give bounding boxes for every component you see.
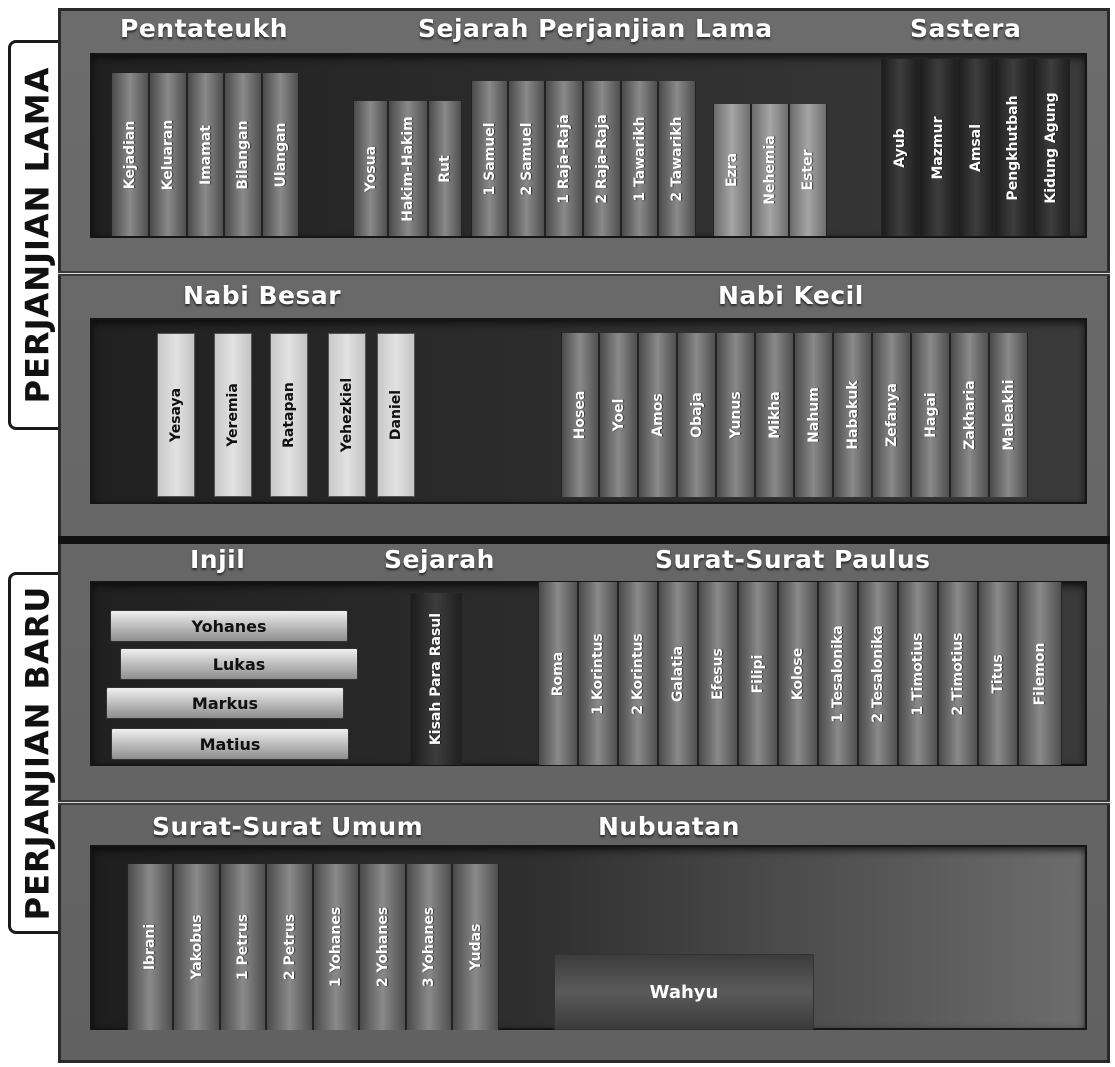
book-kejadian: Kejadian — [111, 73, 149, 236]
book-maleakhi: Maleakhi — [989, 333, 1028, 497]
book-galatia: Galatia — [658, 582, 698, 765]
book-hosea: Hosea — [561, 333, 599, 497]
book-2-yohanes: 2 Yohanes — [359, 864, 406, 1030]
new-testament-label-text: PERJANJIAN BARU — [18, 585, 56, 921]
book-markus: Markus — [106, 687, 344, 719]
book-amos: Amos — [638, 333, 677, 497]
book-daniel: Daniel — [377, 333, 415, 497]
title-nabi-kecil: Nabi Kecil — [718, 281, 864, 310]
book-roma: Roma — [538, 582, 578, 765]
book-obaja: Obaja — [677, 333, 716, 497]
book-lukas: Lukas — [120, 648, 358, 680]
book-keluaran: Keluaran — [149, 73, 187, 236]
testament-divider — [58, 536, 1110, 544]
book-yeremia: Yeremia — [214, 333, 252, 497]
book-yesaya: Yesaya — [157, 333, 195, 497]
book-yakobus: Yakobus — [173, 864, 220, 1030]
title-sastera: Sastera — [910, 14, 1022, 43]
title-umum: Surat-Surat Umum — [152, 812, 424, 841]
title-injil: Injil — [190, 545, 246, 574]
book-imamat: Imamat — [187, 73, 224, 236]
title-paulus: Surat-Surat Paulus — [655, 545, 931, 574]
book-1-timotius: 1 Timotius — [898, 582, 938, 765]
book-1-petrus: 1 Petrus — [220, 864, 266, 1030]
book-2-timotius: 2 Timotius — [938, 582, 978, 765]
book-ezra: Ezra — [713, 104, 751, 236]
book-2-raja-raja: 2 Raja-Raja — [583, 81, 621, 236]
book-ratapan: Ratapan — [270, 333, 308, 497]
book-2-tesalonika: 2 Tesalonika — [858, 582, 898, 765]
book-1-raja-raja: 1 Raja-Raja — [545, 81, 583, 236]
book-matius: Matius — [111, 728, 349, 760]
book-1-tawarikh: 1 Tawarikh — [621, 81, 658, 236]
book-3-yohanes: 3 Yohanes — [406, 864, 452, 1030]
book-yudas: Yudas — [452, 864, 499, 1030]
title-nabi-besar: Nabi Besar — [183, 281, 342, 310]
book-1-tesalonika: 1 Tesalonika — [818, 582, 858, 765]
book-titus: Titus — [978, 582, 1018, 765]
book-ester: Ester — [789, 104, 827, 236]
book-amsal: Amsal — [957, 59, 994, 236]
book-ayub: Ayub — [881, 59, 919, 236]
book-yehezkiel: Yehezkiel — [328, 333, 366, 497]
book-wahyu: Wahyu — [554, 954, 814, 1030]
book-kidung-agung: Kidung Agung — [1032, 59, 1070, 236]
book-2-korintus: 2 Korintus — [618, 582, 658, 765]
book-ulangan: Ulangan — [262, 73, 299, 236]
book-yosua: Yosua — [353, 101, 388, 236]
book-mikha: Mikha — [755, 333, 794, 497]
book-rut: Rut — [428, 101, 462, 236]
title-sejarah-pl: Sejarah Perjanjian Lama — [418, 14, 773, 43]
shelf-divider-3 — [58, 800, 1110, 805]
title-sejarah-pb: Sejarah — [384, 545, 495, 574]
book-kisah-para-rasul: Kisah Para Rasul — [410, 593, 462, 765]
new-testament-label: PERJANJIAN BARU — [8, 572, 66, 934]
book-filipi: Filipi — [738, 582, 778, 765]
book-hagai: Hagai — [911, 333, 950, 497]
book-yohanes: Yohanes — [110, 610, 348, 642]
old-testament-label-text: PERJANJIAN LAMA — [18, 66, 57, 404]
book-pengkhutbah: Pengkhutbah — [994, 59, 1032, 236]
book-2-samuel: 2 Samuel — [508, 81, 545, 236]
book-zefanya: Zefanya — [872, 333, 911, 497]
book-1-yohanes: 1 Yohanes — [313, 864, 359, 1030]
book-zakharia: Zakharia — [950, 333, 989, 497]
book-mazmur: Mazmur — [919, 59, 957, 236]
book-nahum: Nahum — [794, 333, 833, 497]
book-nehemia: Nehemia — [751, 104, 789, 236]
book-yunus: Yunus — [716, 333, 755, 497]
book-filemon: Filemon — [1018, 582, 1062, 765]
book-2-tawarikh: 2 Tawarikh — [658, 81, 696, 236]
book-kolose: Kolose — [778, 582, 818, 765]
book-ibrani: Ibrani — [127, 864, 173, 1030]
book-habakuk: Habakuk — [833, 333, 872, 497]
shelf-divider-1 — [58, 271, 1110, 276]
book-yoel: Yoel — [599, 333, 638, 497]
book-efesus: Efesus — [698, 582, 738, 765]
title-pentateukh: Pentateukh — [120, 14, 289, 43]
book-bilangan: Bilangan — [224, 73, 262, 236]
book-2-petrus: 2 Petrus — [266, 864, 313, 1030]
book-hakim-hakim: Hakim-Hakim — [388, 101, 428, 236]
book-1-korintus: 1 Korintus — [578, 582, 618, 765]
title-nubuatan: Nubuatan — [598, 812, 740, 841]
book-1-samuel: 1 Samuel — [471, 81, 508, 236]
